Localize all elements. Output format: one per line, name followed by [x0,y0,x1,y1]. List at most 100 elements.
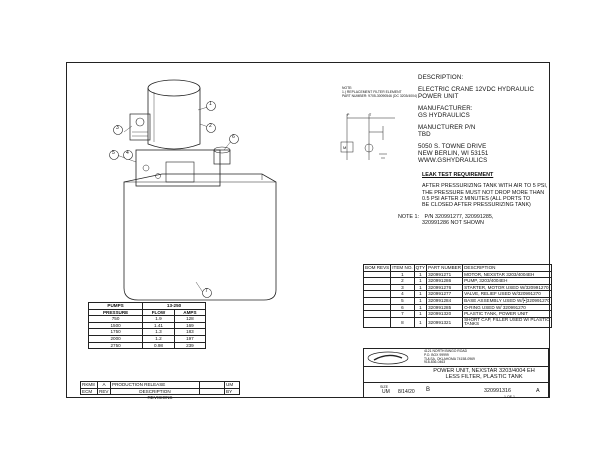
revision-cell: UM [224,381,240,389]
bom-cell: 3 [390,283,415,292]
bom-cell: BASE ASSEMBLY USED W/[•]320991270 [462,296,552,305]
bom-cell [362,296,392,305]
bom-cell [362,316,392,328]
leak-test-line: AFTER PRESSURIZING TANK WITH AIR TO 5 PS… [422,183,548,190]
balloon-7-label: 7 [205,288,208,294]
revision-header: DESCRIPTION [110,387,200,396]
bom-cell: 320991271 [426,270,464,279]
drawn-by: UM [382,389,390,395]
description-heading: DESCRIPTION: [418,74,464,81]
sheet-number: 1 OF 1 [504,395,515,399]
balloon-1 [206,101,216,111]
bom-cell: SHORT CAP, FILLER USED W/ PLASTIC TANKS [462,316,552,328]
pumps-cell: 1.3 [142,328,175,336]
website: WWW.GSHYDRAULICS [418,157,488,164]
bom-cell: VALVE, RELIEF USED W/320991270 [462,290,552,298]
company-address: 4121 NORTH BINGO ROAD P.O. BOX 99999 TUL… [424,349,475,365]
revisions-label: REVISIONS [147,395,173,401]
leak-test-line: THE PRESSURE MUST NOT DROP MORE THAN [422,189,545,196]
balloon-6-label: 6 [232,134,235,140]
bom-cell: PUMP, 3203/4004EH [462,277,552,285]
company-address-line: 4121 NORTH BINGO ROAD [424,349,468,353]
revision-cell: RKM8 [80,381,98,389]
balloon-5-label: 5 [112,150,115,156]
company-address-line: TULSA, OKLAHOMA 74158-0969 [424,356,475,361]
bom-cell [362,270,392,279]
schematic-label-p: P [347,113,350,117]
pumps-cell: 169 [173,321,207,330]
company-logo [367,351,409,365]
drawing-title-line: POWER UNIT, NEXSTAR 3203/4004 EH [433,368,535,374]
bom-cell [362,303,392,312]
leak-test-heading: LEAK TEST REQUIREMENT [422,172,494,178]
description-line: POWER UNIT [418,93,459,100]
bom-cell: O-RING USED W/ 320991270 [462,303,552,312]
revision-header: REV [97,387,111,396]
pumps-header: PRESSURE [87,308,144,317]
pumps-cell: 1.9 [142,315,175,323]
drawing-title: POWER UNIT, NEXSTAR 3203/4004 EH LESS FI… [424,368,544,380]
schematic-label-m: M [343,145,347,150]
bom-header: ITEM NO. [390,264,415,272]
table-row: RKM8 A PRODUCTION RELEASE UM [80,381,240,389]
bom-cell: 1 [413,290,428,298]
balloon-1-label: 1 [209,101,212,107]
bom-cell: 1 [413,316,428,328]
company-address-line: 918-836-0463 [424,360,446,365]
bom-cell: 320991286 [426,277,464,285]
bom-cell: 320991320 [426,310,464,318]
pumps-cell: 2000 [87,334,144,343]
bom-table: BOM REVS ITEM NO. QTY PART NUMBER DESCRI… [362,264,552,328]
pumps-cell: 750 [87,315,144,323]
pumps-title-row: PUMPS 13-250 [87,302,206,310]
bom-cell: 7 [390,310,415,318]
manufacturer-heading: MANUFACTURER: [418,105,473,112]
bom-cell: 1 [413,270,428,279]
bom-cell: 320991277 [426,290,464,298]
company-address-line: P.O. BOX 99999 [424,352,449,357]
bom-cell: 5 [390,296,415,305]
bom-cell: 320991285 [426,303,464,312]
schematic-note-line: PART NUMBER: 9705-30090546 (DC 3203/4004… [342,94,418,98]
bom-header: QTY [413,264,428,272]
note-line: 320991286 NOT SHOWN [422,220,484,227]
bom-header: BOM REVS [362,264,392,272]
bom-header: PART NUMBER [426,264,464,272]
drawing-part-number: 320991316 [484,388,511,394]
revision-header: BY [224,387,240,396]
bom-cell: 1 [413,303,428,312]
bom-cell [362,277,392,285]
size-label: SIZE [380,385,388,389]
title-block: 4121 NORTH BINGO ROAD P.O. BOX 99999 TUL… [363,348,550,399]
bom-cell: 4 [390,290,415,298]
description-block: DESCRIPTION: ELECTRIC CRANE 12VDC HYDRAU… [418,74,546,164]
bom-header: DESCRIPTION [462,264,552,272]
pumps-cell: 1500 [87,321,144,330]
part-number-value: TBD [418,131,431,138]
pumps-title: PUMPS [87,302,144,310]
bom-cell: MOTOR, NEXSTAR 3203/4004EH [462,270,552,279]
bom-cell: 2 [390,277,415,285]
leak-test-line: 0.5 PSI AFTER 2 MINUTES (ALL PORTS TO [422,195,531,202]
bom-cell: 320991284 [426,296,464,305]
note-line: P/N 320991277, 320991285, [424,214,494,220]
leak-test-line: BE CLOSED AFTER PRESSURIZING TANK) [422,202,531,209]
pumps-cell: 183 [173,328,207,336]
power-unit-drawing [113,79,277,301]
bom-header-row: BOM REVS ITEM NO. QTY PART NUMBER DESCRI… [362,264,552,272]
pumps-cell: 1.2 [142,334,175,343]
bom-cell: STARTER, MOTOR USED W/320991270 [462,283,552,292]
hydraulic-schematic [340,114,395,160]
drawing-border [66,62,550,398]
pumps-header-row: PRESSURE FLOW AMPS [87,308,207,317]
bom-cell: 1 [413,310,428,318]
